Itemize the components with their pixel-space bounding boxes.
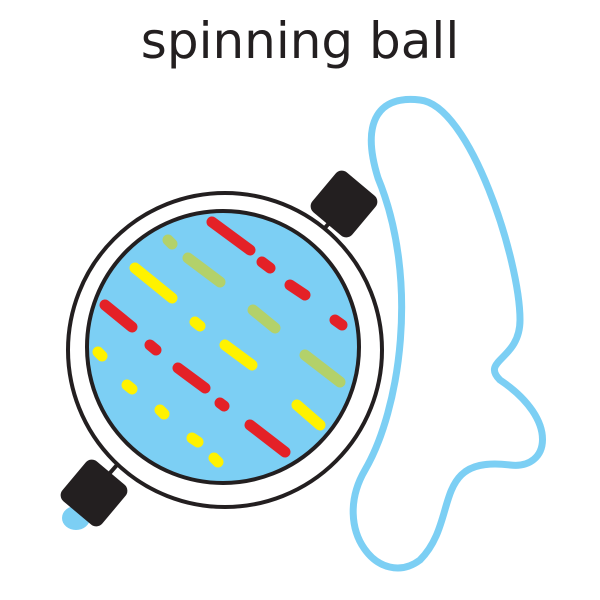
page-title: spinning ball (140, 12, 460, 70)
stripes (92, 216, 348, 468)
bottom-cap (60, 459, 128, 527)
string (349, 95, 546, 572)
top-cap (310, 170, 378, 238)
